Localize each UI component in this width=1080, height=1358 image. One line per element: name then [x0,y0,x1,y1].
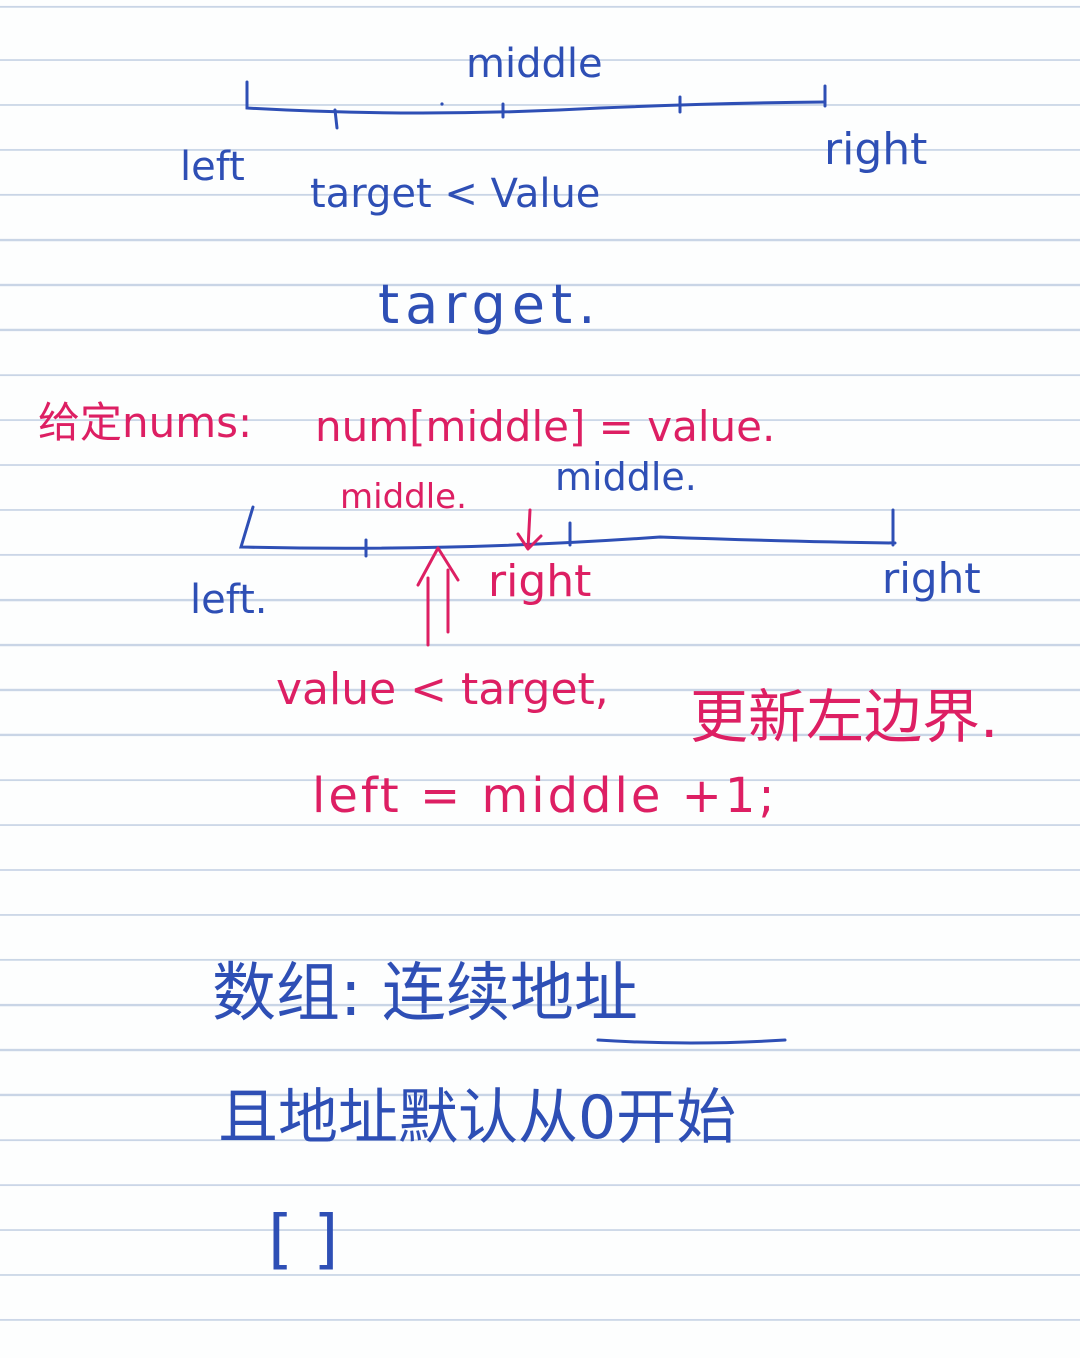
middle-label-2b: middle. [555,455,697,499]
number-line-2 [238,505,897,558]
array-note: 且地址默认从0开始 [218,1083,737,1153]
assignment-label: num[middle] = value. [315,402,776,451]
number-line-1-target-tick [333,108,339,130]
update-left-boundary-note: 更新左边界. [690,683,999,751]
number-line-1 [245,80,827,130]
underline [596,1038,787,1045]
middle-label-2a: middle. [340,477,467,517]
left-label-2: left. [190,577,268,623]
right-label-1: right [824,124,928,175]
pink-arrows [416,508,543,647]
left-label-1: left [180,144,245,190]
empty-array-brackets: [ ] [268,1203,339,1277]
number-line-1-dot [440,102,444,106]
array-title: 数组: 连续地址 [212,957,638,1031]
value-less-target-label: value < target, [276,664,609,715]
right-label-2-end: right [882,554,981,603]
number-line-2-axis [238,505,897,550]
down-arrow-icon [516,508,543,551]
condition-label-1: target < Value [310,171,601,217]
target-label: target. [378,273,602,336]
left-update-code: left = middle +1; [312,768,778,824]
number-line-1-axis [245,80,827,115]
double-up-arrow-icon [416,546,460,647]
middle-label-1: middle [466,41,603,87]
right-label-2-mid: right [488,556,592,607]
given-nums-label: 给定nums: [38,398,253,447]
